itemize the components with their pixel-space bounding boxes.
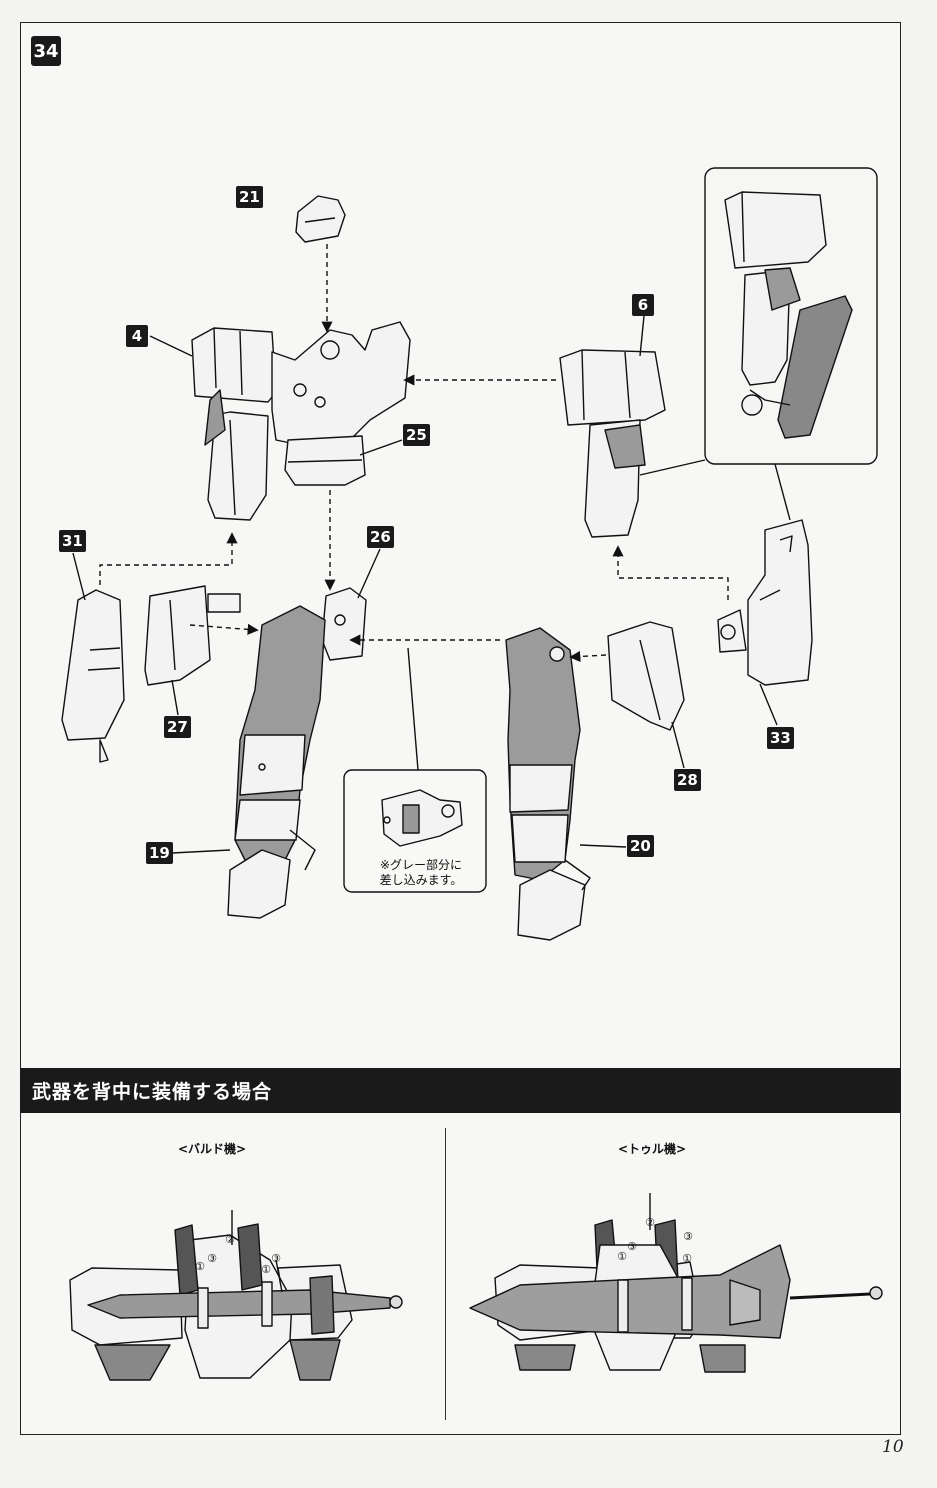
variant-label-bald: <バルド機> [178,1142,247,1156]
part-label-27: 27 [164,716,191,738]
step-mark-3b: ③ [271,1252,281,1265]
part-label-20: 20 [627,835,654,857]
skirt-part-27 [144,585,211,686]
step-mark-2b: ② [645,1216,655,1229]
variant-divider [445,1128,446,1420]
part-label-31: 31 [59,530,86,552]
step-mark-3c: ③ [627,1240,637,1253]
weapon-mount-inset [777,295,853,439]
shield-part-33 [747,519,813,686]
back-weapon-turu-figure [469,1193,883,1373]
part-label-33: 33 [767,727,794,749]
part-label-19: 19 [146,842,173,864]
part-label-25: 25 [403,424,430,446]
step-mark-2a: ② [225,1233,235,1246]
torso-part-4 [191,327,277,403]
part-label-21: 21 [236,186,263,208]
back-weapon-bald-figure [69,1210,403,1381]
step-number-badge: 34 [31,36,61,66]
step-mark-1a: ① [195,1260,205,1273]
step-mark-1d: ① [682,1252,692,1265]
step-mark-3d: ③ [683,1230,693,1243]
head-part-21 [295,195,346,243]
backpack-part-31 [61,589,125,741]
arm-left [207,411,269,521]
part-label-28: 28 [674,769,701,791]
torso-core [271,321,411,446]
part-label-4: 4 [126,325,148,347]
variant-label-turu: <トゥル機> [618,1142,687,1156]
part-label-26: 26 [367,526,394,548]
callout-note-line2: 差し込みます。 [379,873,463,887]
section-title-bar: 武器を背中に装備する場合 [20,1068,901,1113]
step-mark-3a: ③ [207,1252,217,1265]
shoulder-part-6 [559,349,666,426]
step-mark-1b: ① [261,1263,271,1276]
page-number: 10 [882,1437,904,1457]
callout-note: ※グレー部分に 差し込みます。 [356,858,486,888]
sword-blade-turu [469,1244,791,1339]
part-label-6: 6 [632,294,654,316]
callout-note-line1: ※グレー部分に [379,858,463,872]
skirt-part-28 [607,621,685,731]
step-mark-1c: ① [617,1250,627,1263]
section-title: 武器を背中に装備する場合 [32,1081,273,1103]
